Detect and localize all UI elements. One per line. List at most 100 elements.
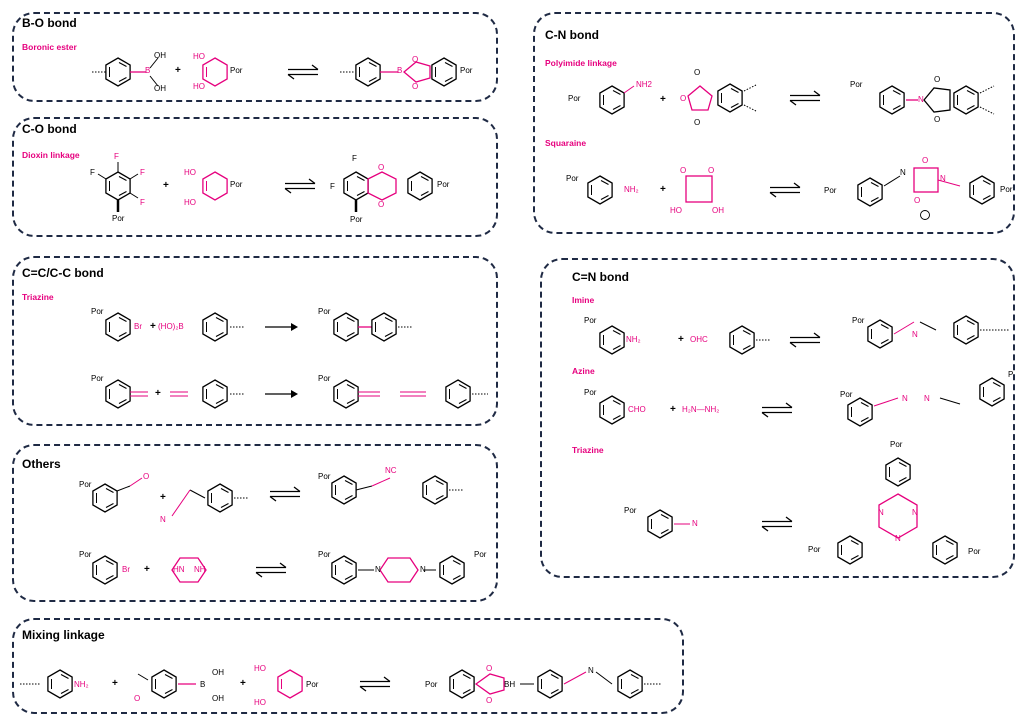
label-por: Por bbox=[808, 545, 821, 554]
label-por: Por bbox=[460, 66, 473, 75]
label-o: O bbox=[694, 68, 701, 77]
panel-title-others: Others bbox=[22, 457, 61, 471]
label-por: Por bbox=[230, 66, 243, 75]
label-n: N bbox=[878, 508, 884, 517]
label-ho2b: (HO)₂B bbox=[158, 322, 184, 331]
label-oh: OH bbox=[154, 84, 166, 93]
panel-cneq-bond bbox=[540, 258, 1015, 578]
label-ho: HO bbox=[670, 206, 682, 215]
plus-sign: + bbox=[660, 184, 666, 195]
label-nh2: NH₂ bbox=[74, 680, 89, 689]
subtitle-squaraine: Squaraine bbox=[545, 138, 587, 148]
label-oh: OH bbox=[212, 668, 224, 677]
label-por: Por bbox=[568, 94, 581, 103]
plus-sign: + bbox=[150, 321, 156, 332]
label-br: Br bbox=[134, 322, 142, 331]
panel-title-cneq: C=N bond bbox=[572, 270, 629, 284]
label-o: O bbox=[378, 163, 385, 172]
label-o: O bbox=[934, 75, 941, 84]
label-por: Por bbox=[425, 680, 438, 689]
subtitle-dioxin: Dioxin linkage bbox=[22, 150, 80, 160]
label-por: Por bbox=[79, 550, 92, 559]
label-por: Por bbox=[566, 174, 579, 183]
label-b: B bbox=[397, 66, 403, 75]
label-n: N bbox=[588, 666, 594, 675]
label-nh2: NH₂ bbox=[626, 335, 641, 344]
panel-mixing-linkage bbox=[12, 618, 684, 714]
label-por: Por bbox=[852, 316, 865, 325]
label-ho: HO bbox=[184, 198, 196, 207]
label-f: F bbox=[90, 168, 95, 177]
label-por: Por bbox=[79, 480, 92, 489]
panel-title-mix: Mixing linkage bbox=[22, 628, 105, 642]
label-o: O bbox=[378, 200, 385, 209]
plus-sign: + bbox=[163, 180, 169, 191]
panel-title-cn: C-N bond bbox=[545, 28, 599, 42]
label-por: Por bbox=[850, 80, 863, 89]
plus-sign: + bbox=[112, 678, 118, 689]
label-p: P bbox=[1008, 370, 1014, 379]
label-o: O bbox=[708, 166, 715, 175]
label-n: N bbox=[895, 534, 901, 543]
plus-sign: + bbox=[144, 564, 150, 575]
label-f: F bbox=[352, 154, 357, 163]
label-n: N bbox=[902, 394, 908, 403]
label-nh2: NH2 bbox=[636, 80, 653, 89]
label-ohc: OHC bbox=[690, 335, 708, 344]
subtitle-triazine-cn: Triazine bbox=[572, 445, 604, 455]
label-n: N bbox=[692, 519, 698, 528]
label-oh: OH bbox=[712, 206, 724, 215]
label-por: Por bbox=[824, 186, 837, 195]
label-n: N bbox=[912, 508, 918, 517]
label-n: N bbox=[420, 565, 426, 574]
label-por: Por bbox=[350, 215, 363, 224]
label-por: Por bbox=[584, 316, 597, 325]
label-por: Por bbox=[306, 680, 319, 689]
label-ho: HO bbox=[193, 52, 205, 61]
label-por: Por bbox=[230, 180, 243, 189]
panel-cn-bond bbox=[533, 12, 1015, 234]
label-cho: CHO bbox=[628, 405, 646, 414]
label-por: Por bbox=[474, 550, 487, 559]
label-oh: OH bbox=[154, 51, 166, 60]
label-n: N bbox=[160, 515, 166, 524]
label-n: N bbox=[940, 174, 946, 183]
label-f: F bbox=[140, 198, 145, 207]
label-ho: HO bbox=[254, 664, 266, 673]
panel-cc-bond bbox=[12, 256, 498, 426]
label-por: Por bbox=[91, 374, 104, 383]
label-o: O bbox=[486, 664, 493, 673]
label-o: O bbox=[922, 156, 929, 165]
label-por: Por bbox=[112, 214, 125, 223]
label-br: Br bbox=[122, 565, 130, 574]
label-n: N bbox=[912, 330, 918, 339]
label-por: Por bbox=[318, 307, 331, 316]
plus-sign: + bbox=[175, 65, 181, 76]
plus-sign: + bbox=[160, 492, 166, 503]
label-por: Por bbox=[624, 506, 637, 515]
label-hn: HN bbox=[173, 565, 185, 574]
label-o: O bbox=[694, 118, 701, 127]
subtitle-azine: Azine bbox=[572, 366, 595, 376]
panel-title-bo: B-O bond bbox=[22, 16, 77, 30]
label-o: O bbox=[680, 166, 687, 175]
label-b: B bbox=[200, 680, 206, 689]
label-por: Por bbox=[318, 374, 331, 383]
label-f: F bbox=[330, 182, 335, 191]
label-o: O bbox=[412, 55, 419, 64]
subtitle-triazine-cc: Triazine bbox=[22, 292, 54, 302]
label-o: O bbox=[412, 82, 419, 91]
panel-others bbox=[12, 444, 498, 602]
label-bh: BH bbox=[504, 680, 516, 689]
label-por: Por bbox=[318, 550, 331, 559]
plus-sign: + bbox=[660, 94, 666, 105]
label-nh: NH bbox=[194, 565, 206, 574]
label-hydrazine: H₂N—NH₂ bbox=[682, 405, 720, 414]
label-n: N bbox=[900, 168, 906, 177]
label-por: Por bbox=[437, 180, 450, 189]
label-o: O bbox=[934, 115, 941, 124]
panel-bo-bond bbox=[12, 12, 498, 102]
label-oh: OH bbox=[212, 694, 224, 703]
label-n: N bbox=[375, 565, 381, 574]
label-nc: NC bbox=[385, 466, 397, 475]
